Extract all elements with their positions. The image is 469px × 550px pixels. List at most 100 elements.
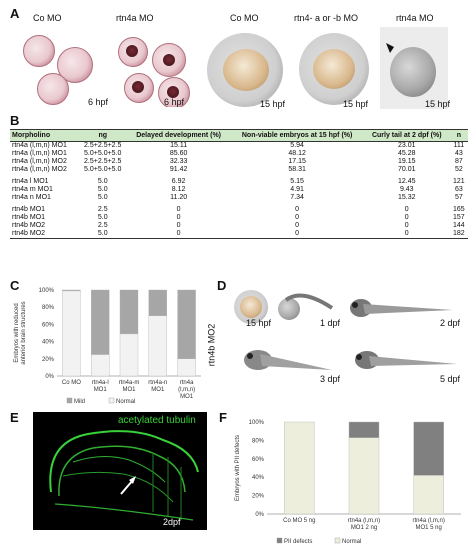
rtn4b-stage-4: 3 dpf — [320, 374, 341, 384]
table-cell: 0 — [295, 214, 300, 221]
y-axis-label: Embryos with reducedanterior brain struc… — [14, 301, 27, 364]
chart-c: 0%20%40%60%80%100%Embryos with reducedan… — [14, 288, 201, 405]
legend-label: Normal — [342, 539, 361, 545]
panel-d-letter: D — [217, 278, 227, 293]
table-cell: 8.12 — [171, 186, 186, 193]
bar-segment-normal — [62, 290, 81, 377]
table-cell: 45.28 — [397, 150, 416, 157]
bar-segment-mild — [148, 289, 168, 316]
panel-e-stain-label: acetylated tubulin — [118, 415, 196, 426]
bar-segment-mild — [62, 289, 81, 292]
panel-a-label-2: rtn4a MO — [116, 13, 154, 23]
table-cell: 182 — [449, 230, 468, 239]
table-cell: rtn4b MO2 — [10, 230, 79, 239]
panel-a-label-5: rtn4a MO — [396, 13, 434, 23]
table-cell: 70.01 — [397, 166, 416, 173]
table-cell: rtn4a m MO1 — [12, 186, 53, 193]
rtn4b-stage-1: 15 hpf — [246, 318, 272, 328]
x-tick-label: Co MO — [62, 380, 81, 386]
header-nonviable: Non-viable embryos at 15 hpf (%) — [230, 129, 364, 142]
panel-d-side-label: rtn4b MO2 — [206, 323, 217, 367]
y-tick-label: 80% — [252, 438, 265, 444]
table-cell: 63 — [454, 186, 463, 193]
bar-segment-mild — [90, 289, 110, 355]
table-cell: 5.15 — [290, 178, 304, 185]
table-cell: 9.43 — [399, 186, 414, 193]
bar-segment-normal — [90, 354, 110, 377]
table-cell: 43 — [454, 150, 463, 157]
table-cell: 87 — [454, 158, 463, 165]
bar-segment-normal — [119, 333, 139, 377]
table-cell: 85.60 — [169, 150, 188, 157]
header-ng: ng — [78, 129, 127, 142]
header-n: n — [449, 129, 468, 142]
embryo-15hpf-co-mo-image — [203, 27, 291, 109]
bar-segment-normal — [413, 475, 444, 515]
table-cell: 0 — [404, 222, 409, 229]
panel-a-label-4: rtn4- a or -b MO — [294, 13, 359, 23]
embryo-6hpf-rtn4a-mo-image — [114, 27, 194, 107]
panel-c-letter: C — [10, 278, 20, 293]
table-cell: rtn4a (l,m,n) MO1 — [12, 150, 67, 157]
panel-e-stage-label: 2dpf — [163, 517, 181, 527]
y-tick-label: 0% — [255, 512, 264, 518]
panel-a-stage-2: 6 hpf — [164, 97, 185, 107]
table-cell: 0 — [176, 222, 181, 229]
table-cell: 0 — [176, 206, 181, 213]
rtn4b-2dpf-image — [343, 286, 463, 328]
table-cell: rtn4b MO1 — [12, 214, 46, 221]
panel-a-stage-3: 15 hpf — [260, 99, 286, 109]
table-cell: 48.12 — [288, 150, 306, 157]
x-tick-label: (l,m,n) — [178, 387, 195, 393]
table-cell: 2.5 — [97, 206, 108, 213]
panel-a-stage-4: 15 hpf — [343, 99, 369, 109]
table-cell: 5.0 — [97, 194, 108, 201]
table-cell: 157 — [452, 214, 465, 221]
panel-a-letter: A — [10, 6, 20, 21]
x-tick-label: MO1 — [94, 387, 108, 393]
x-tick-label: rtn4a-n — [148, 380, 167, 386]
x-tick-label: MO1 2 ng — [351, 525, 377, 531]
table-cell: 0 — [363, 230, 450, 239]
x-tick-label: rtn4a (l,m,n) — [348, 518, 380, 524]
x-tick-label: rtn4a — [180, 380, 194, 386]
y-tick-label: 20% — [42, 357, 55, 363]
table-cell: rtn4a (l,m,n) MO2 — [12, 158, 67, 165]
header-curly: Curly tail at 2 dpf (%) — [363, 129, 450, 142]
x-tick-label: MO1 — [151, 387, 165, 393]
panel-e-letter: E — [10, 410, 19, 425]
panel-b-letter: B — [10, 113, 20, 128]
legend-swatch — [108, 397, 115, 404]
y-tick-label: 40% — [252, 475, 265, 481]
rtn4b-15hpf-image — [232, 286, 270, 328]
x-tick-label: MO1 — [180, 394, 194, 400]
table-cell: 6.92 — [171, 178, 186, 185]
table-cell: rtn4a l MO1 — [12, 178, 49, 185]
table-cell: 19.15 — [397, 158, 416, 165]
table-cell: 58.31 — [288, 166, 306, 173]
y-tick-label: 0% — [45, 374, 54, 380]
table-cell: 0 — [404, 214, 409, 221]
table-cell: 23.01 — [397, 142, 416, 149]
table-cell: 11.20 — [170, 194, 188, 201]
y-tick-label: 60% — [42, 322, 55, 328]
rtn4b-stage-3: 2 dpf — [440, 318, 461, 328]
table-cell: 121 — [452, 178, 465, 185]
x-tick-label: Co MO 5 ng — [283, 518, 315, 524]
legend-label: Mild — [74, 399, 85, 405]
legend-swatch — [276, 537, 283, 544]
legend-swatch — [66, 397, 73, 404]
bar-segment-normal — [148, 315, 168, 377]
table-cell: 4.91 — [290, 186, 304, 193]
y-axis-label: Embryos with PII defects — [235, 435, 241, 501]
embryo-15hpf-rtn4-a-or-b-mo-image — [295, 27, 375, 109]
legend-label: PII defects — [284, 539, 312, 545]
table-cell: 5.0 — [97, 178, 108, 185]
table-cell: 5.0 — [97, 186, 108, 193]
panel-a-label-1: Co MO — [33, 13, 62, 23]
table-cell: rtn4a n MO1 — [12, 194, 51, 201]
